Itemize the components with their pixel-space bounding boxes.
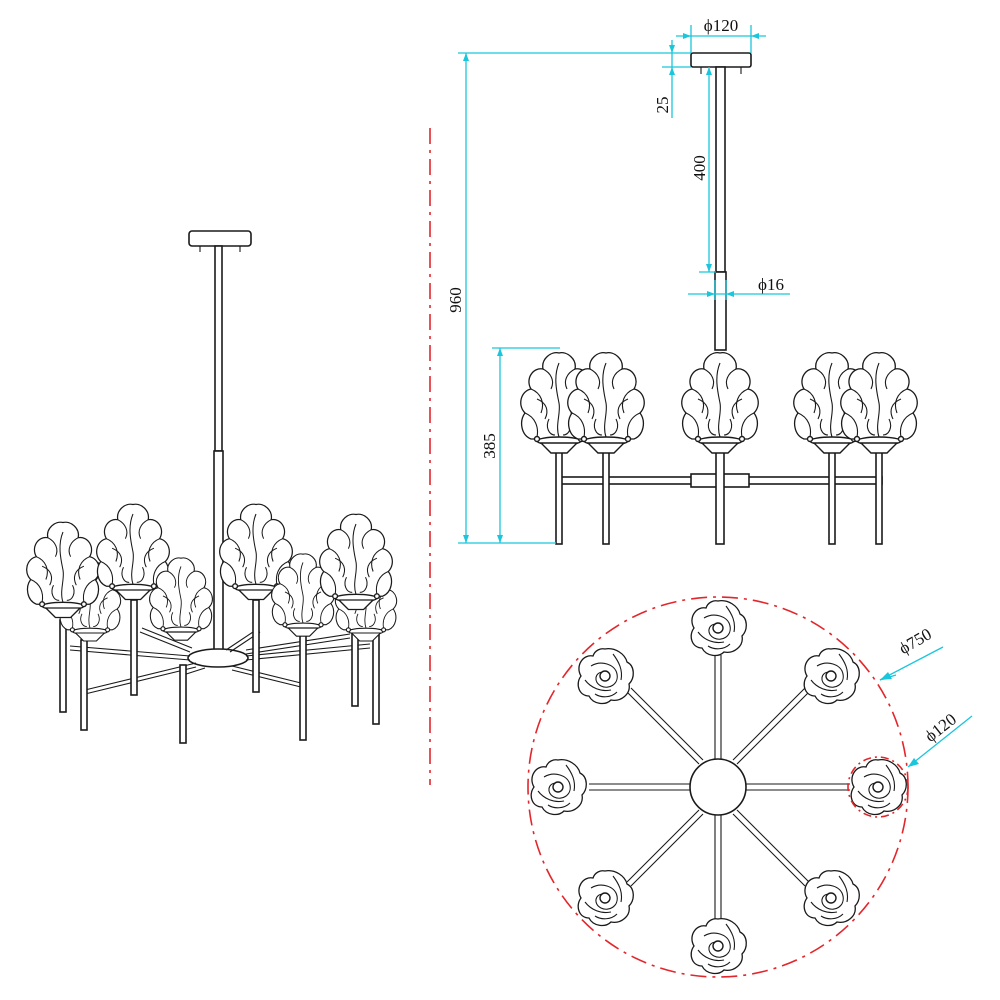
perspective-upper-rod <box>214 245 223 452</box>
rod-diameter-label: ϕ16 <box>758 275 784 294</box>
elevation-view <box>520 52 918 545</box>
elevation-lower-rod <box>714 271 727 351</box>
plan-arms <box>589 655 850 920</box>
overall-diameter-label: ϕ750 <box>896 624 935 658</box>
shade-diameter-circle <box>847 756 909 818</box>
total-height-label: 960 <box>446 287 465 313</box>
plan-view <box>527 596 909 978</box>
rod-length-label: 400 <box>690 155 709 181</box>
canopy-diameter-label: ϕ120 <box>704 16 738 35</box>
perspective-shades <box>25 503 398 642</box>
perspective-canopy <box>188 230 252 247</box>
dimension-lines <box>458 25 973 768</box>
plan-hub <box>689 758 747 816</box>
perspective-stems <box>59 599 380 744</box>
canopy-height-label: 25 <box>653 97 672 114</box>
perspective-arms <box>69 627 371 695</box>
perspective-view <box>25 230 398 744</box>
lamp-height-label: 385 <box>480 433 499 459</box>
elevation-stems <box>555 439 883 545</box>
elevation-upper-rod <box>715 66 726 273</box>
elevation-canopy <box>690 52 752 68</box>
elevation-shades <box>520 351 918 454</box>
perspective-hub <box>187 648 249 668</box>
